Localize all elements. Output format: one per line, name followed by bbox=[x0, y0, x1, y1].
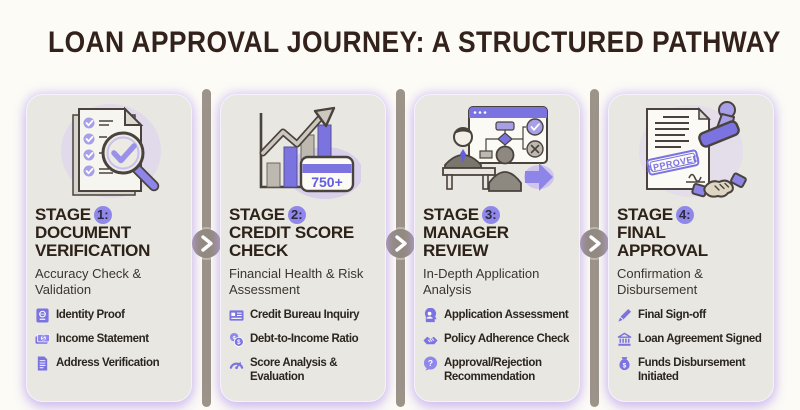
stage-4-card: APPROVED STAGE 4: FINAL APPROVAL Confirm… bbox=[609, 95, 773, 401]
stage-1-heading: STAGE 1: DOCUMENT VERIFICATION bbox=[35, 206, 183, 260]
stage-3-list: Application Assessment Policy Adherence … bbox=[423, 308, 571, 384]
chevron-right-icon bbox=[580, 229, 609, 258]
list-item-credit-bureau-inquiry: Credit Bureau Inquiry bbox=[229, 308, 377, 323]
stage-title-line2: APPROVAL bbox=[617, 241, 708, 260]
list-item-policy-adherence-check: Policy Adherence Check bbox=[423, 332, 571, 347]
stage-title-line1: DOCUMENT bbox=[35, 223, 131, 242]
stage-2-list: Credit Bureau Inquiry ¢$ Debt-to-Income … bbox=[229, 308, 377, 384]
stage-word: STAGE bbox=[423, 205, 479, 224]
stage-2-illustration: 750+ bbox=[229, 99, 377, 203]
stage-number-badge: 1: bbox=[93, 206, 112, 224]
stage-3-illustration bbox=[423, 99, 571, 203]
stage-1-card: STAGE 1: DOCUMENT VERIFICATION Accuracy … bbox=[27, 95, 191, 401]
page-title: LOAN APPROVAL JOURNEY: A STRUCTURED PATH… bbox=[48, 26, 781, 59]
applicant-icon bbox=[423, 308, 438, 323]
list-item-income-statement: $ Income Statement bbox=[35, 332, 183, 347]
item-label: Loan Agreement Signed bbox=[638, 333, 762, 345]
svg-text:$: $ bbox=[42, 336, 45, 342]
svg-text:?: ? bbox=[428, 358, 433, 368]
list-item-address-verification: Address Verification bbox=[35, 356, 183, 371]
checklist-magnifier-icon bbox=[61, 104, 161, 198]
list-item-debt-to-income-ratio: ¢$ Debt-to-Income Ratio bbox=[229, 332, 377, 347]
cash-icon: $ bbox=[35, 332, 50, 347]
bar-chart-credit-card-icon: 750+ bbox=[259, 106, 361, 199]
chevron-right-icon bbox=[386, 229, 415, 258]
stage-number-badge: 2: bbox=[287, 206, 306, 224]
bank-icon bbox=[617, 332, 632, 347]
stage-4-subtitle: Confirmation & Disbursement bbox=[617, 266, 703, 297]
document-icon bbox=[35, 356, 50, 371]
list-item-funds-disbursement-initiated: $ Funds Disbursement Initiated bbox=[617, 356, 765, 384]
item-label: Approval/Rejection Recommendation bbox=[444, 357, 542, 383]
item-label: Final Sign-off bbox=[638, 309, 706, 321]
stage-4-list: Final Sign-off Loan Agreement Signed $ F… bbox=[617, 308, 765, 384]
svg-text:$: $ bbox=[623, 362, 627, 369]
stage-word: STAGE bbox=[617, 205, 673, 224]
stage-3-heading: STAGE 3: MANAGER REVIEW bbox=[423, 206, 571, 260]
stage-3-card: STAGE 3: MANAGER REVIEW In-Depth Applica… bbox=[415, 95, 579, 401]
stage-3-subtitle: In-Depth Application Analysis bbox=[423, 266, 540, 297]
manager-review-icon bbox=[442, 106, 554, 192]
stage-1-subtitle: Accuracy Check & Validation bbox=[35, 266, 142, 297]
stage-number-badge: 3: bbox=[481, 206, 500, 224]
id-card-icon bbox=[229, 308, 244, 323]
stage-title-line1: FINAL bbox=[617, 223, 666, 242]
stage-1-list: Identity Proof $ Income Statement Addres… bbox=[35, 308, 183, 371]
svg-text:$: $ bbox=[237, 339, 241, 346]
approved-stamp-handshake-icon: APPROVED bbox=[639, 101, 747, 198]
list-item-loan-agreement-signed: Loan Agreement Signed bbox=[617, 332, 765, 347]
stage-title-line2: CHECK bbox=[229, 241, 288, 260]
stage-title-line1: CREDIT SCORE bbox=[229, 223, 354, 242]
list-item-final-sign-off: Final Sign-off bbox=[617, 308, 765, 323]
item-label: Credit Bureau Inquiry bbox=[250, 309, 360, 321]
coins-icon: ¢$ bbox=[229, 332, 244, 347]
svg-text:¢: ¢ bbox=[233, 335, 236, 341]
money-bag-icon: $ bbox=[617, 356, 632, 371]
passport-icon bbox=[35, 308, 50, 323]
item-label: Debt-to-Income Ratio bbox=[250, 333, 359, 345]
item-label: Application Assessment bbox=[444, 309, 569, 321]
stage-number-badge: 4: bbox=[675, 206, 694, 224]
stage-4-illustration: APPROVED bbox=[617, 99, 765, 203]
gauge-icon bbox=[229, 356, 244, 371]
stage-word: STAGE bbox=[35, 205, 91, 224]
stage-title-line2: REVIEW bbox=[423, 241, 489, 260]
stage-title-line2: VERIFICATION bbox=[35, 241, 151, 260]
stage-1-illustration bbox=[35, 99, 183, 203]
credit-score-text: 750+ bbox=[311, 174, 343, 190]
item-label: Score Analysis & Evaluation bbox=[250, 357, 338, 383]
item-label: Address Verification bbox=[56, 357, 160, 369]
item-label: Policy Adherence Check bbox=[444, 333, 569, 345]
stage-2-card: 750+ STAGE 2: CREDIT SCORE CHECK Financi… bbox=[221, 95, 385, 401]
item-label: Income Statement bbox=[56, 333, 149, 345]
stage-2-subtitle: Financial Health & Risk Assessment bbox=[229, 266, 364, 297]
stage-2-heading: STAGE 2: CREDIT SCORE CHECK bbox=[229, 206, 377, 260]
list-item-approval-rejection-recommendation: ? Approval/Rejection Recommendation bbox=[423, 356, 571, 384]
item-label: Identity Proof bbox=[56, 309, 125, 321]
pen-icon bbox=[617, 308, 632, 323]
list-item-identity-proof: Identity Proof bbox=[35, 308, 183, 323]
chevron-right-icon bbox=[192, 229, 221, 258]
item-label: Funds Disbursement Initiated bbox=[638, 357, 746, 383]
handshake-icon bbox=[423, 332, 438, 347]
stage-title-line1: MANAGER bbox=[423, 223, 509, 242]
list-item-score-analysis: Score Analysis & Evaluation bbox=[229, 356, 377, 384]
question-icon: ? bbox=[423, 356, 438, 371]
stage-4-heading: STAGE 4: FINAL APPROVAL bbox=[617, 206, 765, 260]
list-item-application-assessment: Application Assessment bbox=[423, 308, 571, 323]
stage-word: STAGE bbox=[229, 205, 285, 224]
